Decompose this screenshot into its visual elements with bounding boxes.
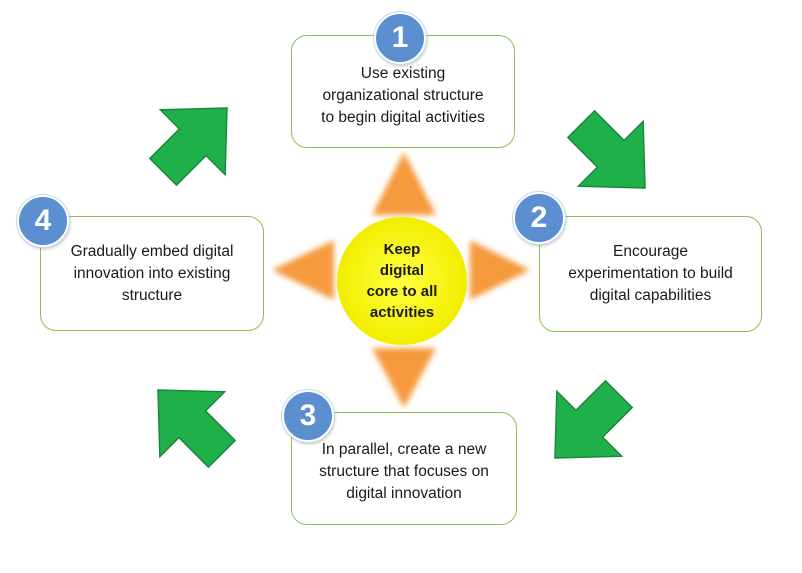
step-4-number: 4 [34, 204, 52, 237]
step-4-box: Gradually embed digital innovation into … [40, 216, 264, 331]
step-2-badge: 2 [513, 192, 565, 244]
orange-arrow-up [372, 152, 436, 215]
step-1-badge: 1 [374, 12, 426, 64]
step-1-text: Use existing organizational structure to… [321, 64, 485, 126]
green-arrow-top-left [148, 107, 228, 187]
step-4-badge: 4 [17, 195, 69, 247]
step-3-number: 3 [299, 399, 317, 432]
step-3-box: In parallel, create a new structure that… [291, 412, 517, 525]
step-2-box: Encourage experimentation to build digit… [539, 216, 762, 332]
orange-arrow-right [470, 240, 530, 300]
step-3-text: In parallel, create a new structure that… [319, 440, 489, 502]
green-arrow-top-right [566, 109, 646, 189]
orange-arrow-down [372, 348, 436, 408]
step-3-badge: 3 [282, 390, 334, 442]
green-arrow-bottom-right [554, 379, 634, 459]
orange-arrow-left [272, 240, 334, 300]
step-1-number: 1 [391, 21, 409, 54]
step-2-number: 2 [530, 201, 548, 234]
step-4-text: Gradually embed digital innovation into … [70, 242, 234, 304]
center-circle: Keep digital core to all activities [337, 217, 467, 345]
step-2-text: Encourage experimentation to build digit… [568, 243, 733, 304]
green-arrow-bottom-left [157, 389, 237, 469]
center-text: Keep digital core to all activities [366, 241, 438, 321]
